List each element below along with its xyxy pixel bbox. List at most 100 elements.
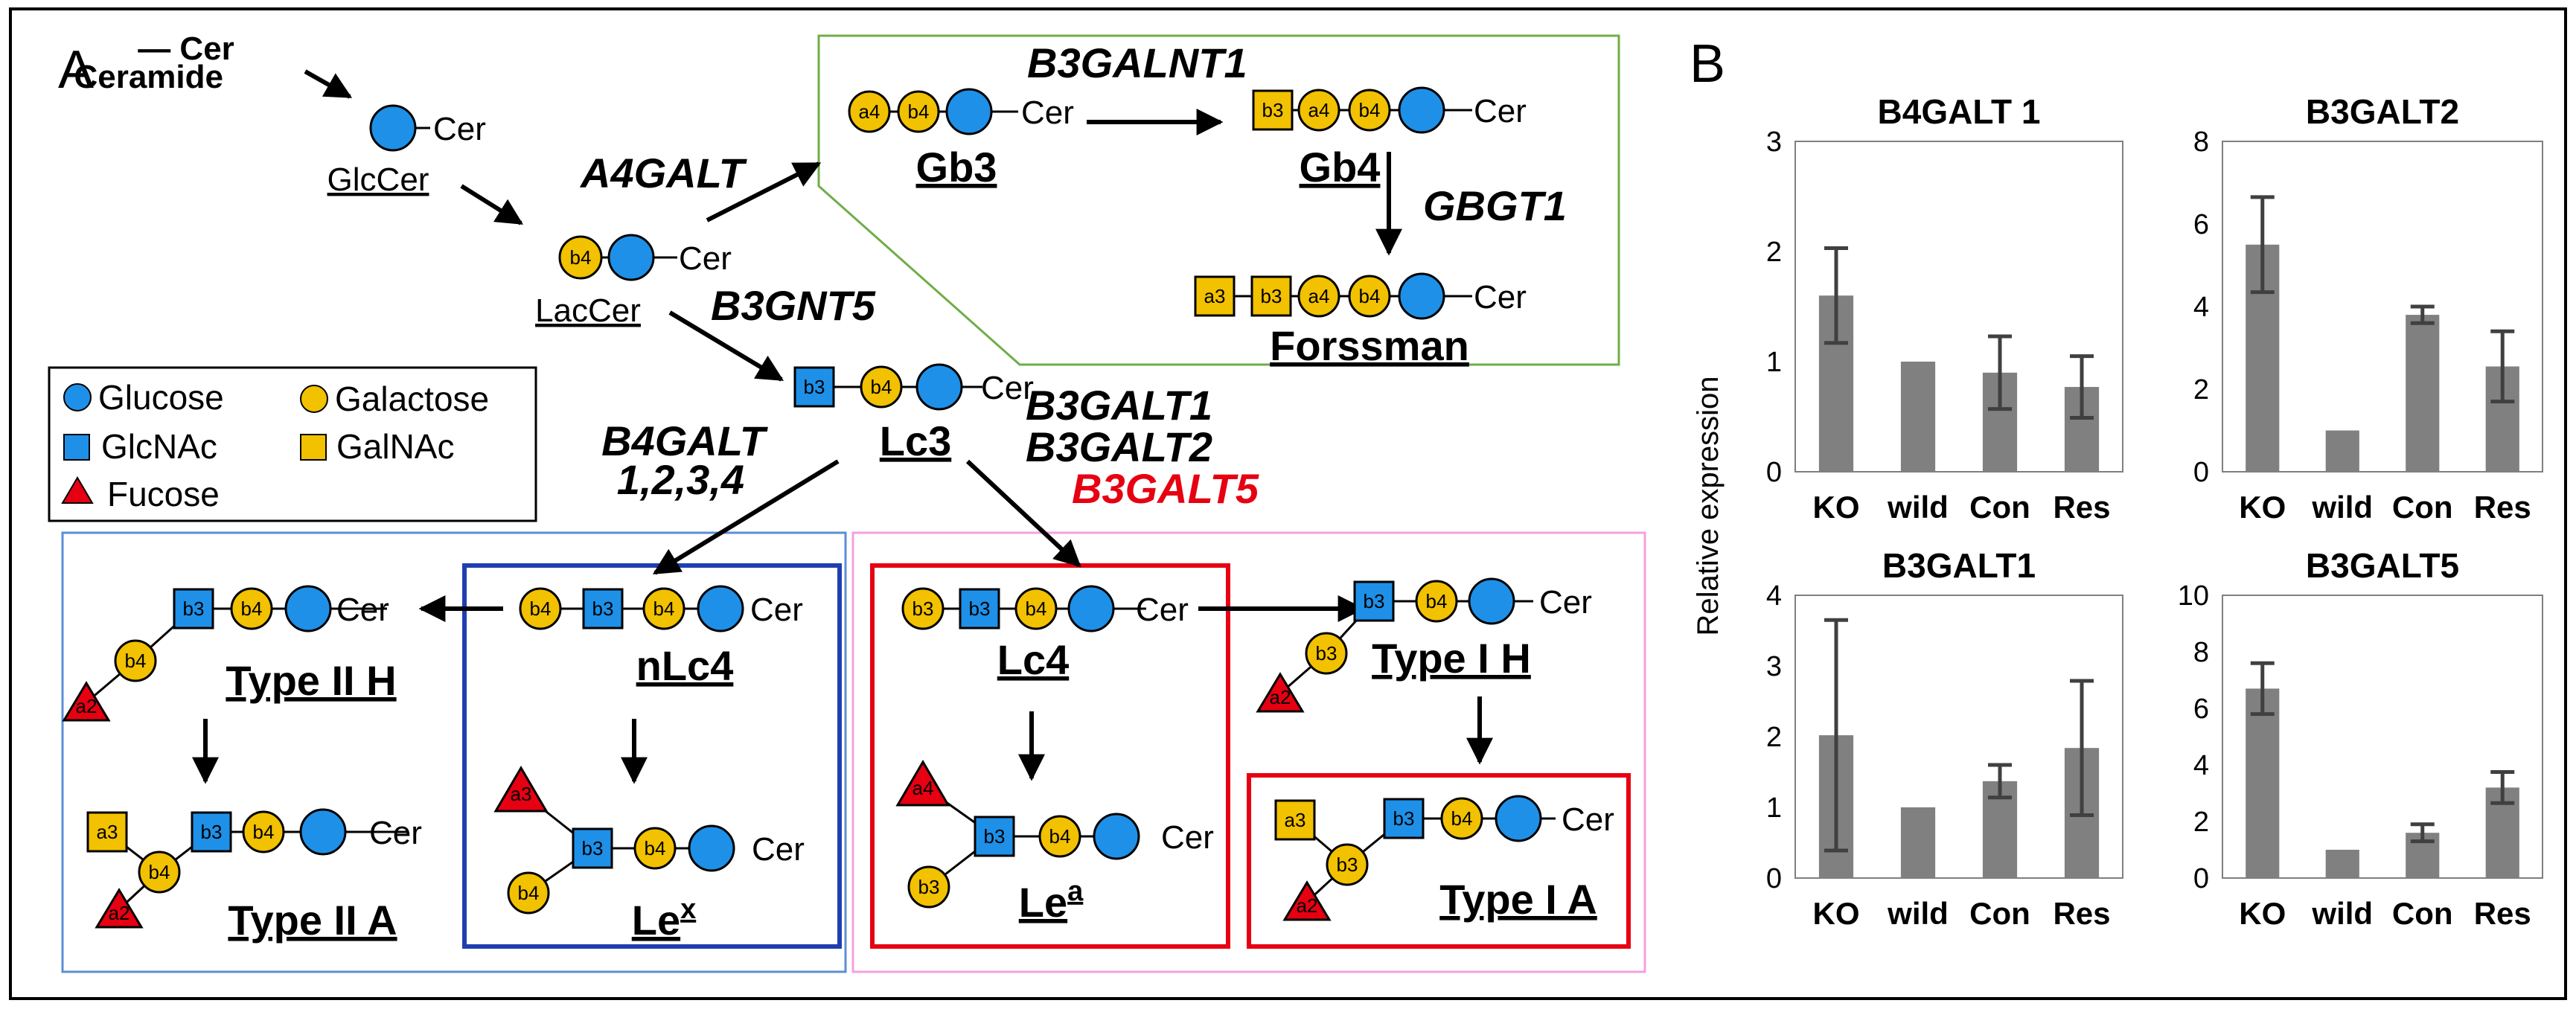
x-tick-label: wild xyxy=(2311,896,2373,931)
fucose-symbol xyxy=(1256,672,1305,713)
bar xyxy=(1900,362,1936,472)
svg-text:a4: a4 xyxy=(1308,99,1330,121)
legend-fucose: Fucose xyxy=(107,475,220,513)
ceramide-arrow xyxy=(304,69,353,99)
y-tick-label: 8 xyxy=(2193,637,2209,668)
y-tick-label: 2 xyxy=(2193,374,2209,406)
svg-text:a2: a2 xyxy=(1270,686,1291,708)
legend-galnac-icon xyxy=(300,434,327,461)
svg-text:b3: b3 xyxy=(183,598,205,620)
svg-text:b3: b3 xyxy=(1393,807,1415,830)
x-tick-label: KO xyxy=(1813,896,1860,931)
y-axis-label: Relative expression xyxy=(1692,376,1725,635)
svg-text:b4: b4 xyxy=(1359,285,1381,307)
legend-glcnac-icon xyxy=(63,434,90,461)
plot-frame xyxy=(2222,141,2543,473)
glccer-glycan: Cer xyxy=(369,104,486,152)
x-tick-label: KO xyxy=(2239,490,2286,525)
laccer-glycan: b4 Cer xyxy=(558,234,732,281)
svg-text:a3: a3 xyxy=(1204,285,1226,307)
nlc4-glycan: b4 b3 b4 Cer xyxy=(519,585,803,632)
cer-label: Cer xyxy=(1562,801,1614,838)
fucose-symbol xyxy=(95,888,144,929)
a4galt-arrow xyxy=(706,161,822,222)
cer-label: Cer xyxy=(1539,584,1592,621)
lea-name: Lea xyxy=(1019,876,1084,926)
svg-text:b4: b4 xyxy=(1359,99,1381,121)
legend-galactose: Galactose xyxy=(335,379,489,418)
legend-fucose-icon xyxy=(61,476,94,504)
y-tick-label: 0 xyxy=(1766,863,1782,894)
svg-text:b4: b4 xyxy=(125,650,147,672)
enzyme-b3galt2: B3GALT2 xyxy=(1026,423,1212,470)
type1a-box xyxy=(1247,773,1631,949)
chart-title: B3GALT1 xyxy=(1882,546,2036,585)
bar xyxy=(2325,850,2359,878)
y-tick-label: 4 xyxy=(1766,580,1782,612)
type2a-name: Type II A xyxy=(228,897,397,944)
cer-label: Cer xyxy=(1161,819,1214,856)
nlc4-name: nLc4 xyxy=(636,642,734,689)
type2h-glycan: b3 b4 Cer b4 a2 xyxy=(62,585,389,722)
y-tick-label: 0 xyxy=(1766,457,1782,488)
x-tick-label: KO xyxy=(2239,896,2286,931)
gb3-name: Gb3 xyxy=(916,144,997,190)
legend-galactose-icon xyxy=(300,385,328,413)
enzyme-b3galt1: B3GALT1 xyxy=(1026,382,1212,429)
laccer-name: LacCer xyxy=(535,292,641,329)
svg-text:b3: b3 xyxy=(969,598,991,620)
x-tick-label: Con xyxy=(1969,490,2030,525)
type1-region-box xyxy=(851,531,1646,973)
svg-text:b4: b4 xyxy=(518,882,540,904)
y-tick-label: 3 xyxy=(1766,126,1782,158)
panel-b-label: B xyxy=(1690,34,1725,94)
type2a-glycan: a3 b3 b4 Cer b4 a2 xyxy=(86,808,422,929)
y-tick-label: 4 xyxy=(2193,750,2209,781)
b4galt-arrow xyxy=(652,459,840,575)
b3gnt5-arrow xyxy=(668,310,784,382)
type1h-name: Type I H xyxy=(1372,635,1531,682)
cer-label: Cer xyxy=(369,815,422,851)
type2h-name: Type II H xyxy=(226,657,396,704)
svg-text:b4: b4 xyxy=(653,598,675,620)
svg-text:b3: b3 xyxy=(592,598,614,620)
glycosphingolipid-pathway: — Cer Ceramide Cer GlcCer b4 Cer LacCer … xyxy=(48,31,1646,973)
y-tick-label: 8 xyxy=(2193,126,2209,158)
gb4-glycan: b3 a4 b4 Cer xyxy=(1252,86,1527,134)
svg-text:b4: b4 xyxy=(253,821,275,843)
svg-text:b3: b3 xyxy=(201,821,223,843)
nlc4-box xyxy=(462,563,842,949)
y-tick-label: 6 xyxy=(2193,694,2209,725)
panel-a-label: A xyxy=(58,40,94,100)
svg-text:a4: a4 xyxy=(913,777,934,799)
y-tick-label: 1 xyxy=(1766,347,1782,378)
bar xyxy=(2325,430,2359,472)
lc4-box xyxy=(870,563,1230,949)
enzyme-gbgt1: GBGT1 xyxy=(1423,182,1567,229)
glccer-arrow xyxy=(460,184,524,225)
bar xyxy=(2246,688,2280,878)
svg-text:a2: a2 xyxy=(76,695,98,717)
cer-label: Cer xyxy=(1474,279,1527,315)
gb4-name: Gb4 xyxy=(1300,144,1381,190)
svg-text:b3: b3 xyxy=(984,825,1006,848)
cer-short-label: — Cer xyxy=(138,31,234,67)
cer-label: Cer xyxy=(336,592,389,628)
fucose-symbol xyxy=(493,766,549,813)
type1a-name: Type I A xyxy=(1439,876,1597,923)
svg-text:b3: b3 xyxy=(804,376,825,398)
x-tick-label: wild xyxy=(1887,896,1949,931)
fucose-symbol xyxy=(62,681,111,722)
y-tick-label: 4 xyxy=(2193,292,2209,323)
lc4-glycan: b3 b3 b4 Cer xyxy=(901,585,1189,632)
legend-glucose: Glucose xyxy=(98,378,224,417)
cer-label: Cer xyxy=(1474,93,1527,129)
svg-text:a4: a4 xyxy=(1308,285,1330,307)
legend-galnac: GalNAc xyxy=(336,427,454,466)
svg-text:a2: a2 xyxy=(1297,894,1318,917)
x-tick-label: Con xyxy=(2392,490,2453,525)
